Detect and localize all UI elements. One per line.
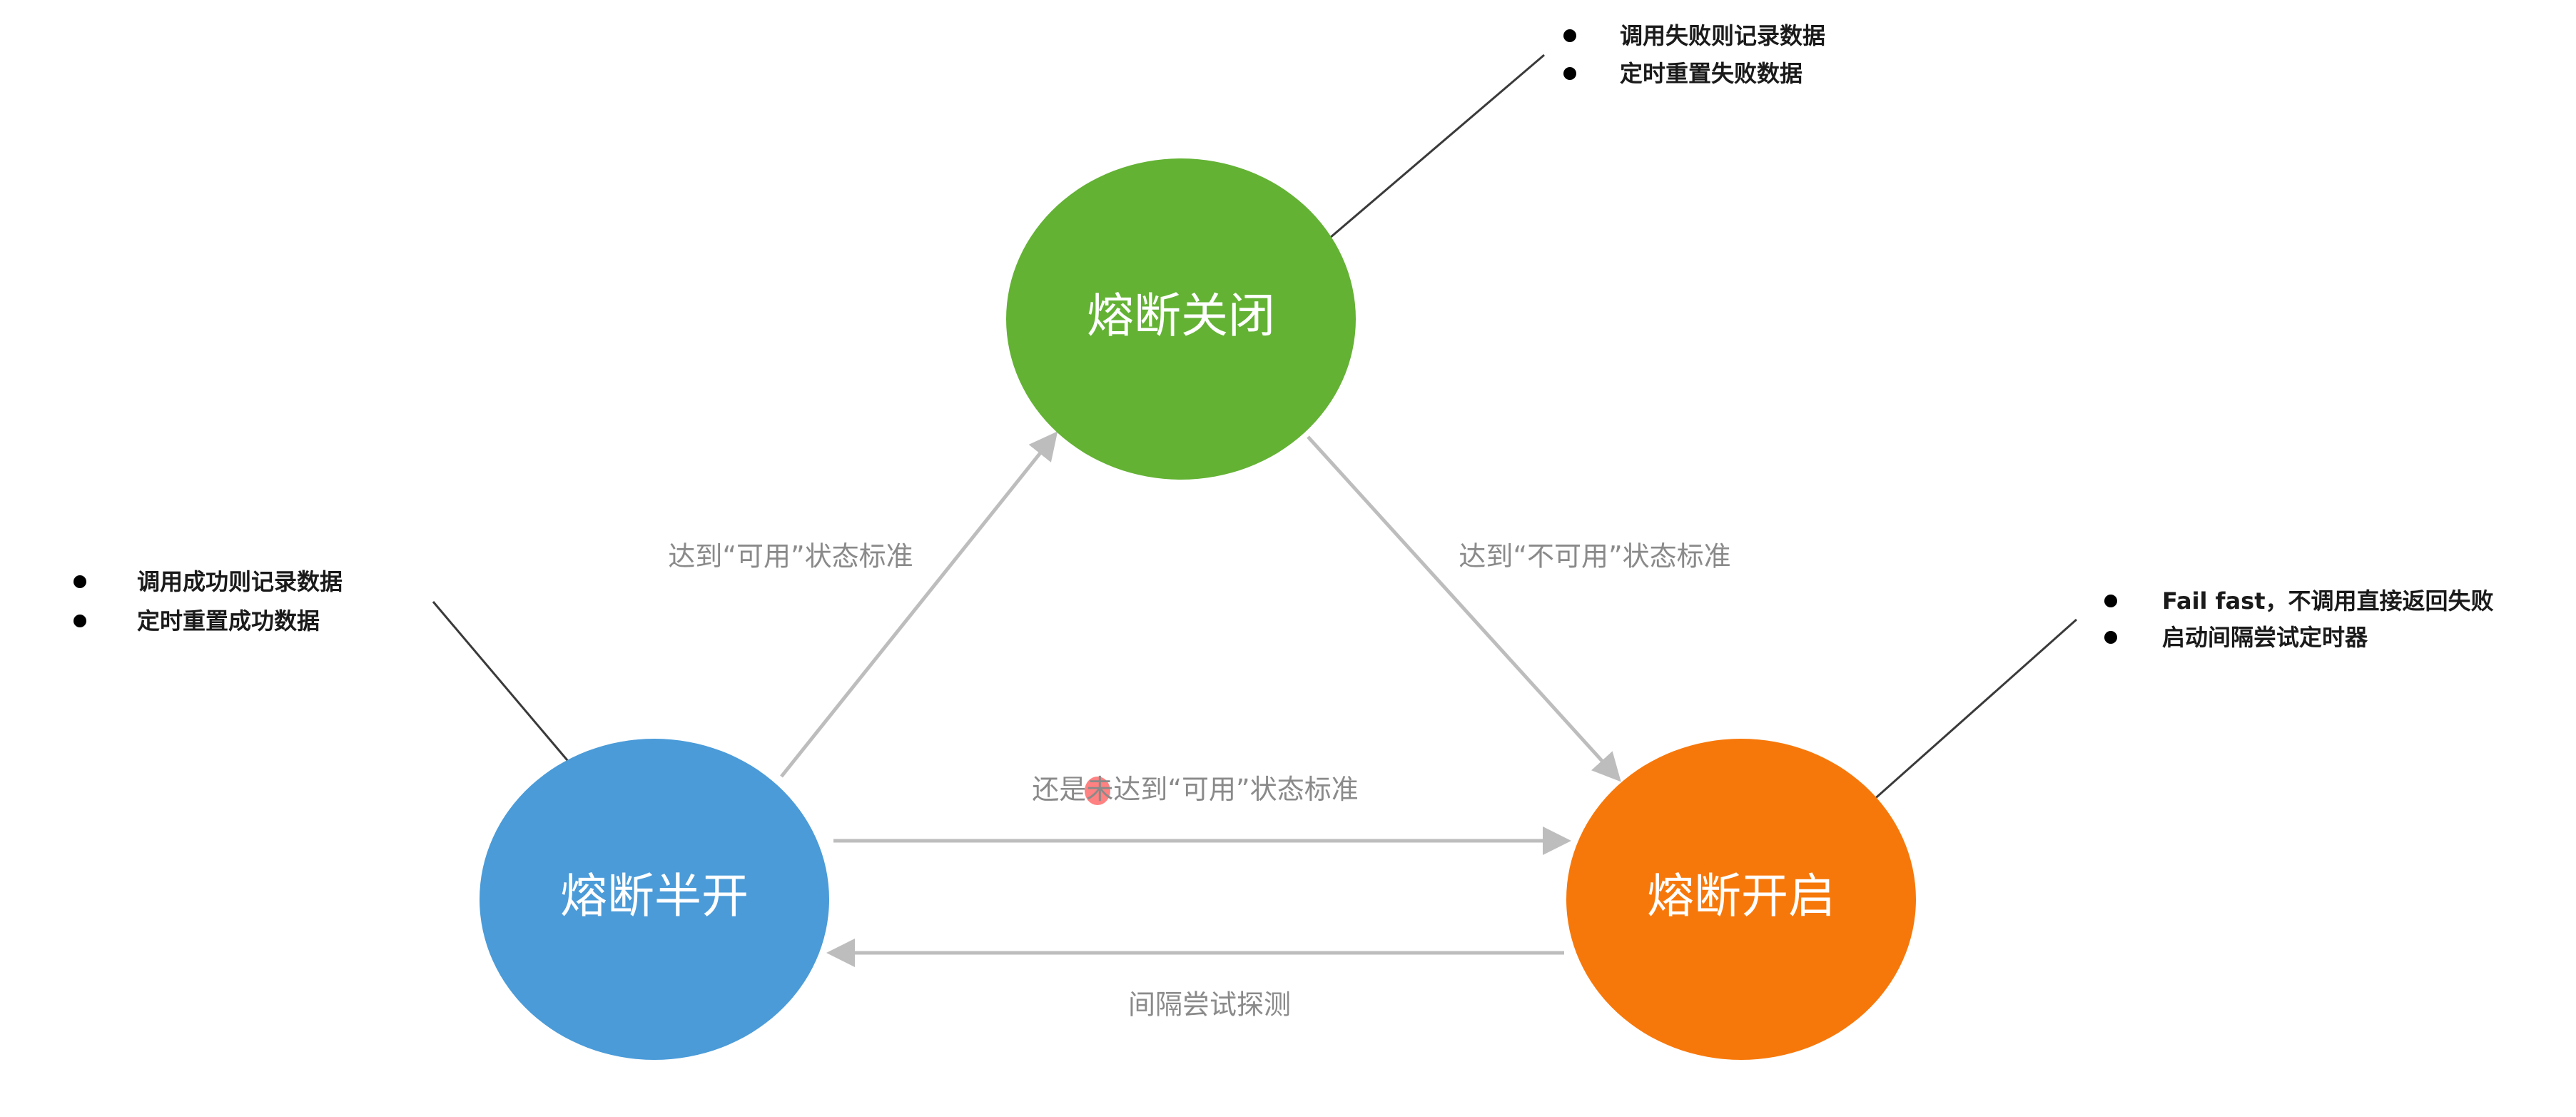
note-item: 定时重置成功数据: [137, 607, 320, 635]
note-half-open: 调用成功则记录数据 定时重置成功数据: [73, 568, 343, 635]
node-circle-open: [1566, 739, 1916, 1060]
state-node-closed: 熔断关闭: [1006, 158, 1356, 480]
note-item: 调用成功则记录数据: [137, 568, 343, 595]
note-item: Fail fast，不调用直接返回失败: [2162, 587, 2494, 615]
edge-label-rest: 达到“可用”状态标准: [1113, 774, 1358, 805]
callout-line-closed: [1305, 54, 1545, 260]
note-closed: 调用失败则记录数据 定时重置失败数据: [1563, 22, 1825, 87]
note-item: 定时重置失败数据: [1620, 60, 1802, 87]
note-bullet: [2104, 595, 2117, 607]
note-item: 调用失败则记录数据: [1620, 22, 1825, 49]
note-bullet: [73, 615, 86, 627]
edge-label-half-open-to-open: 还是未达到“可用”状态标准: [1032, 774, 1358, 805]
note-bullet: [1563, 29, 1576, 42]
node-label-half-open: 熔断半开: [560, 869, 749, 924]
callout-line-open: [1845, 618, 2077, 826]
note-open: Fail fast，不调用直接返回失败 启动间隔尝试定时器: [2104, 587, 2494, 651]
node-circle-half-open: [480, 739, 829, 1060]
arrow-closed-to-open: [1307, 435, 1621, 782]
highlight-mark: [1085, 777, 1110, 805]
note-item: 启动间隔尝试定时器: [2162, 624, 2368, 651]
state-node-open: 熔断开启: [1566, 739, 1916, 1060]
edge-label-open-to-half-open: 间隔尝试探测: [1128, 989, 1291, 1021]
node-label-closed: 熔断关闭: [1087, 288, 1275, 343]
node-circle-closed: [1006, 158, 1356, 480]
arrow-half-open-to-closed: [780, 431, 1058, 778]
edge-label-highlight: 未: [1086, 774, 1113, 805]
edge-label-half-open-to-closed: 达到“可用”状态标准: [668, 541, 913, 572]
note-bullet: [2104, 631, 2117, 644]
node-label-open: 熔断开启: [1647, 869, 1835, 924]
state-node-half-open: 熔断半开: [480, 739, 829, 1060]
edge-label-closed-to-open: 达到“不可用”状态标准: [1459, 541, 1730, 572]
note-bullet: [73, 575, 86, 588]
edge-label-prefix: 还是: [1032, 774, 1086, 805]
note-bullet: [1563, 67, 1576, 80]
